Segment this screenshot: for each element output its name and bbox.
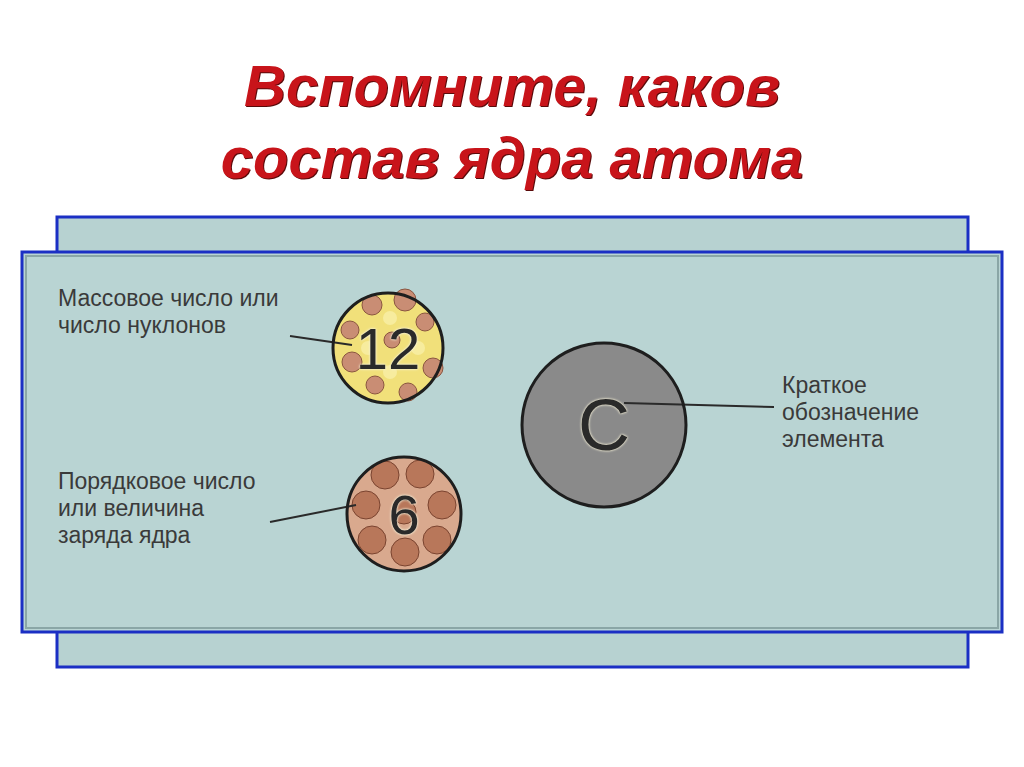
leader-lines [270, 336, 774, 522]
proton-balls [352, 460, 456, 566]
callout-label: Порядковое число или величина заряда ядр… [58, 468, 268, 549]
circle-text-holder: C [520, 341, 688, 509]
circle-border [522, 343, 686, 507]
nucleus-fill [333, 293, 443, 403]
callout-label: Массовое число или число нуклонов [58, 285, 288, 339]
element-symbol-circle: C [520, 341, 688, 509]
circle-border [347, 457, 461, 571]
atomic-number-circle: 6 [345, 455, 463, 573]
circle-number: C [578, 384, 630, 466]
front-panel [22, 252, 1002, 632]
element-fill [522, 343, 686, 507]
circle-text-holder: 6 [345, 455, 463, 573]
protons-fill [347, 457, 461, 571]
circle-text-holder: 12 [331, 291, 445, 405]
circle-border [333, 293, 443, 403]
circle-number: 6 [388, 482, 419, 547]
slide-title: Вспомните, каков состав ядра атома [132, 50, 892, 194]
circle-number: 12 [356, 315, 421, 382]
panel-inner-frame [26, 256, 998, 628]
mass-number-circle: 12 [331, 291, 445, 405]
callout-label: Краткое обозначение элемента [782, 372, 992, 453]
